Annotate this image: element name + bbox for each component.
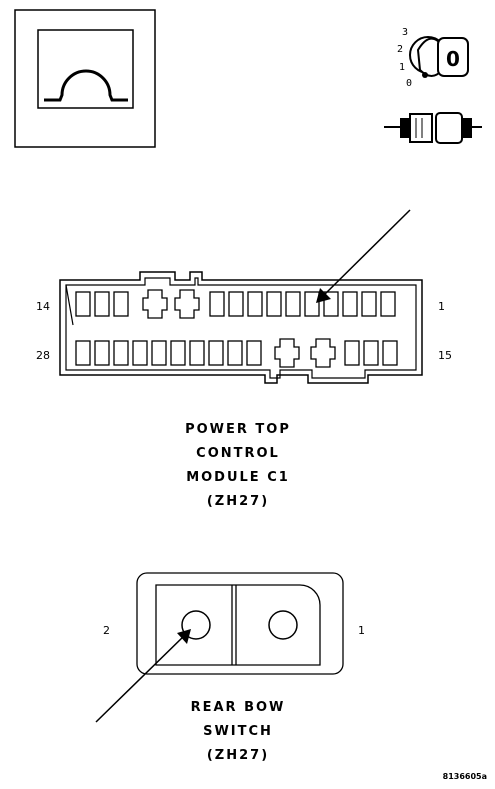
power-top-c1-connector: 14 1 28 15 xyxy=(36,271,452,384)
c1-top-row xyxy=(75,289,396,319)
rear-bow-switch-connector: 2 1 xyxy=(103,572,365,675)
c1-bottom-row xyxy=(75,338,398,368)
c1-cavity-25 xyxy=(132,340,148,366)
rear-bow-cavity-1 xyxy=(268,610,298,640)
c1-cavity-2 xyxy=(342,291,358,317)
rear-bow-pin-label-2: 2 xyxy=(103,624,110,637)
c1-cavity-26 xyxy=(113,340,129,366)
c1-cavity-16 xyxy=(344,340,360,366)
c1-cavity-12 xyxy=(113,291,129,317)
ignition-key-icon: 3 2 1 0 0 xyxy=(397,27,469,89)
c1-caption-line-3: MODULE C1 xyxy=(186,470,290,485)
c1-cavity-15 xyxy=(382,340,398,366)
c1-cavity-3 xyxy=(323,291,339,317)
c1-pin-label-14: 14 xyxy=(36,300,50,313)
c1-caption: POWER TOP CONTROL MODULE C1 (ZH27) xyxy=(185,422,291,509)
c1-cavity-20 xyxy=(227,340,243,366)
c1-cavity-7 xyxy=(247,291,263,317)
omega-symbol-icon xyxy=(14,9,156,148)
pointer-arrow-rear-bow xyxy=(95,629,191,723)
rear-bow-caption-line-1: REAR BOW xyxy=(191,700,286,715)
c1-cavity-23 xyxy=(170,340,186,366)
c1-cavity-16a xyxy=(363,340,379,366)
c1-pin-label-1: 1 xyxy=(438,300,445,313)
c1-cavity-13 xyxy=(94,291,110,317)
c1-caption-line-1: POWER TOP xyxy=(185,422,291,437)
c1-pin-label-15: 15 xyxy=(438,349,452,362)
c1-cavity-22 xyxy=(189,340,205,366)
c1-caption-line-4: (ZH27) xyxy=(207,494,269,509)
c1-cavity-4 xyxy=(304,291,320,317)
c1-caption-line-2: CONTROL xyxy=(196,446,280,461)
c1-cavity-27 xyxy=(94,340,110,366)
c1-cavity-14 xyxy=(75,291,91,317)
key-position-2: 2 xyxy=(397,44,403,55)
c1-cavity-1 xyxy=(380,291,396,317)
c1-cavity-21 xyxy=(208,340,224,366)
c1-cavity-17 xyxy=(310,338,336,368)
c1-cavity-18 xyxy=(274,338,300,368)
pointer-arrow-c1 xyxy=(316,209,411,303)
c1-cavity-24 xyxy=(151,340,167,366)
svg-text:0: 0 xyxy=(446,47,460,71)
rear-bow-pin-label-1: 1 xyxy=(358,624,365,637)
c1-cavity-8 xyxy=(228,291,244,317)
rear-bow-caption-line-2: SWITCH xyxy=(203,724,273,739)
key-position-1: 1 xyxy=(399,62,405,73)
c1-cavity-19 xyxy=(246,340,262,366)
c1-cavity-28 xyxy=(75,340,91,366)
figure-id: 8136605a xyxy=(443,772,487,781)
key-position-0: 0 xyxy=(406,78,412,89)
rear-bow-caption-line-3: (ZH27) xyxy=(207,748,269,763)
rear-bow-cavity-2 xyxy=(181,610,211,640)
connector-plug-icon xyxy=(384,112,482,144)
c1-cavity-11 xyxy=(142,289,168,319)
c1-pin-label-28: 28 xyxy=(36,349,50,362)
c1-cavity-5 xyxy=(285,291,301,317)
c1-cavity-9 xyxy=(209,291,225,317)
key-position-3: 3 xyxy=(402,27,408,38)
c1-cavity-10 xyxy=(174,289,200,319)
c1-cavity-6 xyxy=(266,291,282,317)
rear-bow-caption: REAR BOW SWITCH (ZH27) xyxy=(191,700,286,763)
c1-cavity-1a xyxy=(361,291,377,317)
